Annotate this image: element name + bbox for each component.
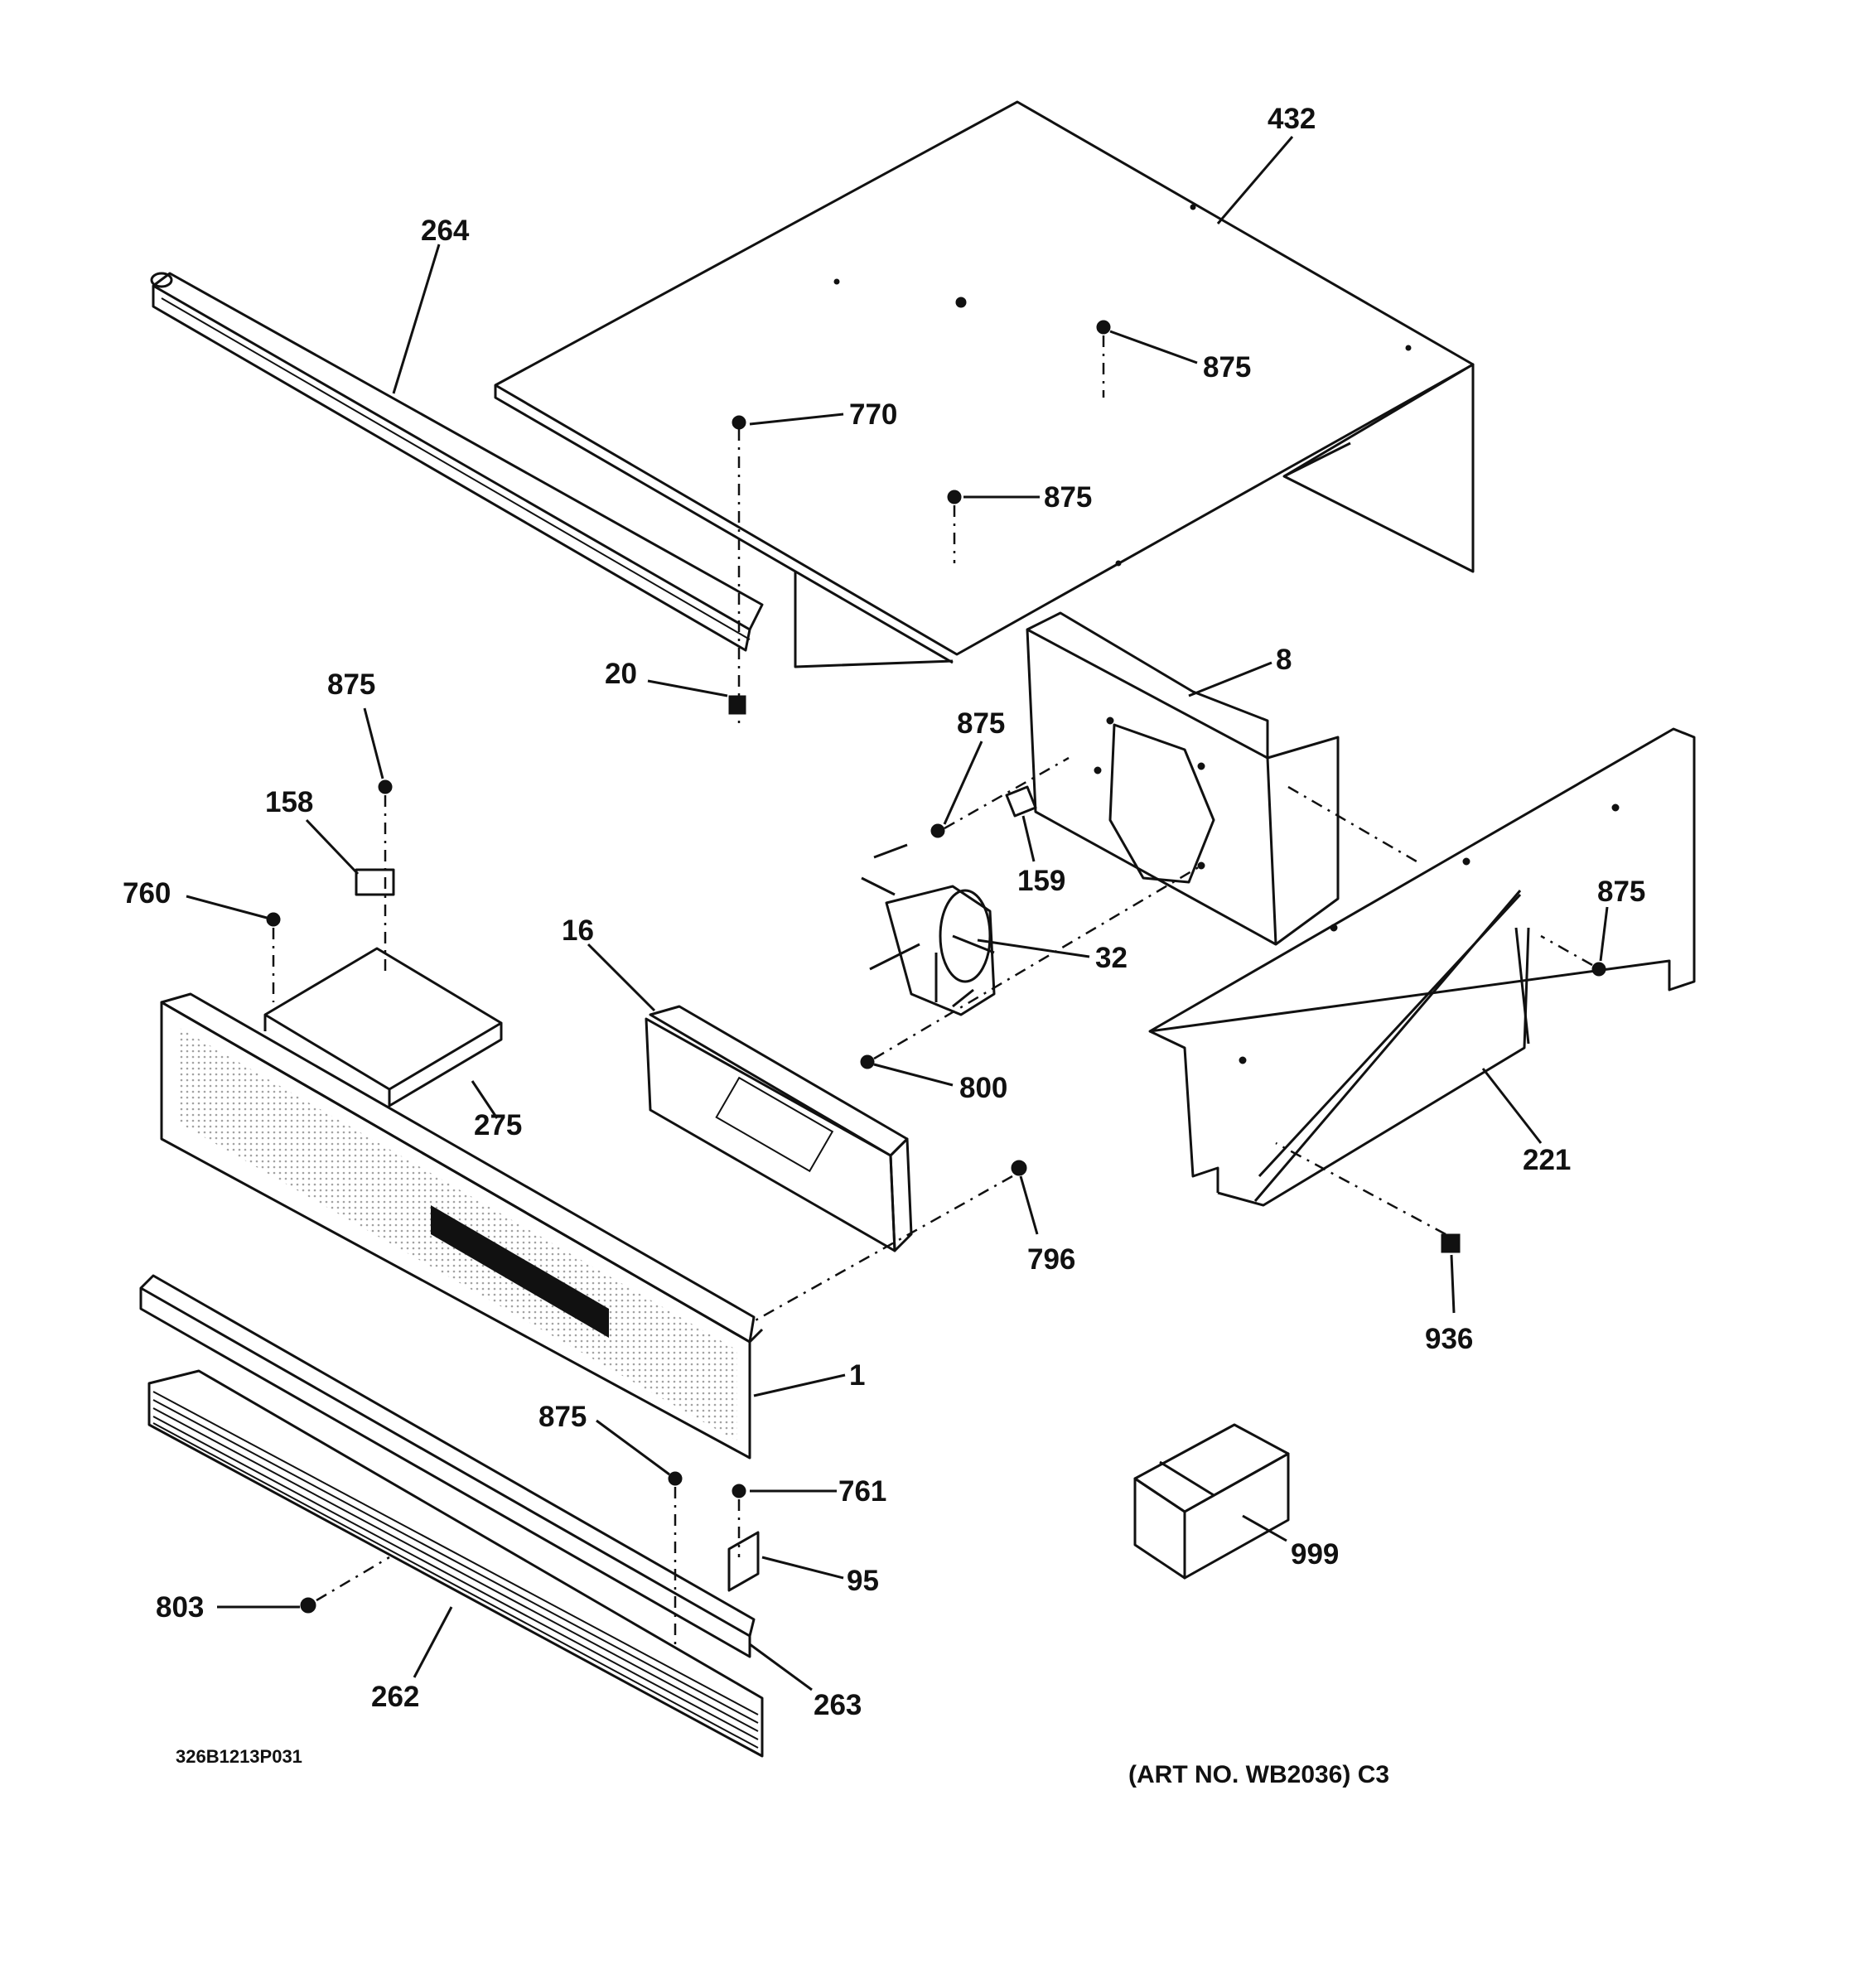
callout-875-cover: 875: [1044, 481, 1092, 514]
callout-875-top: 875: [1203, 351, 1251, 384]
callout-264: 264: [421, 215, 470, 247]
callout-263: 263: [814, 1689, 862, 1721]
callout-32: 32: [1095, 942, 1128, 974]
callout-432: 432: [1268, 103, 1316, 135]
callout-95: 95: [847, 1565, 879, 1597]
callout-labels: 432 264 875 770 875 8 20 875 875 158 159…: [123, 103, 1645, 1721]
callout-875-trim: 875: [538, 1401, 587, 1433]
callout-803: 803: [156, 1591, 204, 1624]
callout-999: 999: [1291, 1538, 1339, 1571]
callout-796: 796: [1027, 1243, 1075, 1276]
callout-262: 262: [371, 1681, 419, 1713]
fan-motor-32: [861, 843, 996, 1016]
callout-875-side: 875: [1597, 876, 1645, 908]
callout-770: 770: [849, 398, 897, 431]
trim-rail-263: [139, 1274, 756, 1658]
callout-761: 761: [838, 1475, 886, 1508]
callout-875-fan: 875: [957, 707, 1005, 740]
rear-rail-264: [150, 272, 764, 652]
fan-housing-8: [1026, 611, 1340, 946]
vent-grille-262: [147, 1369, 764, 1758]
callout-159: 159: [1017, 865, 1065, 897]
callout-158: 158: [265, 786, 313, 818]
bracket-275: [263, 947, 503, 1107]
callout-936: 936: [1425, 1323, 1473, 1355]
control-board-16: [645, 1005, 913, 1252]
box-999: [1133, 1423, 1290, 1580]
callout-221: 221: [1523, 1144, 1571, 1176]
drawing-code: 326B1213P031: [176, 1746, 302, 1767]
art-number-note: (ART NO. WB2036) C3: [1128, 1761, 1389, 1788]
callout-760: 760: [123, 877, 171, 910]
callout-16: 16: [562, 914, 594, 947]
leader-lines: [186, 136, 1609, 1691]
callout-20: 20: [605, 658, 637, 690]
callout-800: 800: [959, 1072, 1007, 1104]
callout-875-left: 875: [327, 668, 375, 701]
callout-8: 8: [1276, 644, 1292, 676]
callout-275: 275: [474, 1109, 522, 1141]
callout-1: 1: [849, 1359, 865, 1392]
control-panel-1: [160, 992, 764, 1460]
fasteners: [266, 320, 1606, 1648]
bracket-95: [727, 1531, 760, 1592]
top-cover-432: [494, 100, 1475, 668]
side-panel-221: [1148, 727, 1696, 1207]
